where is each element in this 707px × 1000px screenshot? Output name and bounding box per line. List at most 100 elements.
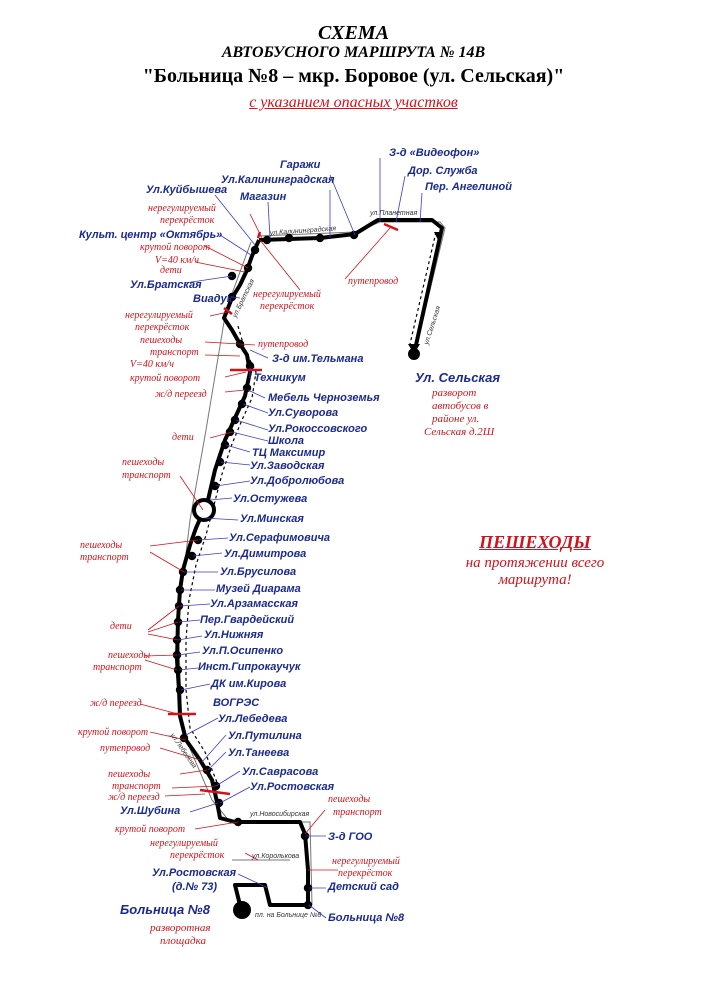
stop-dot <box>230 415 240 425</box>
hazard-label: перекрёсток <box>338 868 393 879</box>
terminal-note: Сельская д.2Ш <box>424 426 495 438</box>
stop-dot <box>175 685 185 695</box>
pedestrians-line2: маршрута! <box>498 572 572 588</box>
stop-label: Дор. Служба <box>407 165 478 177</box>
terminal-note: разворот <box>431 387 476 399</box>
terminal-note: районе ул. <box>431 413 479 425</box>
hazard-label: пешеходы <box>108 769 150 780</box>
street-label: ул.Калининградская <box>269 224 337 237</box>
hazard-label: пешеходы <box>122 457 164 468</box>
stop-label: Ул.Арзамасская <box>210 598 298 610</box>
hazard-label: нерегулируемый <box>125 310 193 321</box>
stop-label: З-д ГОО <box>328 831 373 843</box>
stop-dot <box>303 883 313 893</box>
street-label: пл. на Больнице №8 <box>255 912 321 919</box>
stop-label: Ул.Путилина <box>228 730 302 742</box>
hazard-label: транспорт <box>150 347 199 358</box>
stop-label: ВОГРЭС <box>213 697 260 709</box>
stop-label: Школа <box>268 435 304 447</box>
hazard-label: нерегулируемый <box>150 838 218 849</box>
stop-dot <box>210 481 220 491</box>
hazard-label: нерегулируемый <box>332 856 400 867</box>
hazard-label: ж/д переезд <box>108 792 160 803</box>
stop-dot <box>284 233 294 243</box>
stop-label: Больница №8 <box>328 912 405 924</box>
stop-label: Техникум <box>254 372 306 384</box>
roundabout-icon <box>192 498 216 522</box>
hazard-label: пешеходы <box>328 794 370 805</box>
map-title-line3: "Больница №8 – мкр. Боровое (ул. Сельска… <box>142 65 565 87</box>
stop-label: Ул.Ростовская <box>152 867 237 879</box>
stop-label: Ул.П.Осипенко <box>202 645 283 657</box>
stop-label: Инст.Гипрокаучук <box>198 661 302 673</box>
stop-dot <box>225 427 235 437</box>
stop-dot <box>187 551 197 561</box>
stop-dot <box>250 245 260 255</box>
stop-label: Ул.Калининградская <box>221 174 335 186</box>
hazard-label: перекрёсток <box>260 301 315 312</box>
hazard-label: транспорт <box>93 662 142 673</box>
hazard-label: пешеходы <box>108 650 150 661</box>
stop-dot <box>215 457 225 467</box>
pedestrians-note: ПЕШЕХОДЫ на протяжении всего маршрута! <box>430 532 640 589</box>
stop-label: Виадук <box>193 293 234 305</box>
hazard-label: транспорт <box>80 552 129 563</box>
stop-dot <box>173 665 183 675</box>
terminal-dot-hospital <box>233 901 251 919</box>
hazard-label: крутой поворот <box>140 242 210 253</box>
stop-label: Ул.Танеева <box>228 747 289 759</box>
stop-label: Ул.Серафимовича <box>229 532 330 544</box>
hazard-label: нерегулируемый <box>148 203 216 214</box>
hazard-label: V=40 км/ч <box>130 359 174 370</box>
terminal-label-selskaya: Ул. Сельская <box>415 370 500 385</box>
stop-dot <box>300 831 310 841</box>
stop-label: Магазин <box>240 191 287 203</box>
street-label: ул.Сельская <box>423 305 442 346</box>
stop-label: Ул.Димитрова <box>224 548 306 560</box>
stop-label: З-д им.Тельмана <box>272 353 363 365</box>
hazard-label: ж/д переезд <box>155 389 207 400</box>
stop-label: Гаражи <box>280 159 321 171</box>
stop-label: Детский сад <box>327 881 399 893</box>
map-title-line2: АВТОБУСНОГО МАРШРУТА № 14В <box>221 44 486 61</box>
stop-dot <box>262 235 272 245</box>
pedestrians-heading: ПЕШЕХОДЫ <box>479 532 591 552</box>
stop-label: Ул.Лебедева <box>218 713 287 725</box>
stop-label: Культ. центр «Октябрь» <box>79 229 222 241</box>
stop-label: Ул.Куйбышева <box>146 184 227 196</box>
stop-label: Ул.Братская <box>130 279 202 291</box>
hazard-label: перекрёсток <box>135 322 190 333</box>
hazard-label: дети <box>160 265 182 276</box>
terminal-note: автобусов в <box>432 400 488 412</box>
terminal-dot-selskaya <box>408 348 420 360</box>
hazard-label: крутой поворот <box>130 373 200 384</box>
hazard-label: дети <box>110 621 132 632</box>
stop-leaders <box>177 158 423 919</box>
stop-dot <box>220 440 230 450</box>
stop-label: Ул.Заводская <box>250 460 325 472</box>
stop-label: Музей Диарама <box>216 583 301 595</box>
hazard-label: перекрёсток <box>160 215 215 226</box>
stop-dot <box>179 733 189 743</box>
hazard-label: путепровод <box>258 339 308 350</box>
hazard-label: V=40 км/ч <box>155 255 199 266</box>
street-label: ул.Планетная <box>369 210 417 217</box>
hazard-bar <box>383 222 399 232</box>
stop-label: З-д «Видеофон» <box>389 147 479 159</box>
stop-label: Ул.Саврасова <box>242 766 318 778</box>
hazard-label: транспорт <box>112 781 161 792</box>
stop-label: Ул.Добролюбова <box>250 475 344 487</box>
hazard-label: пешеходы <box>80 540 122 551</box>
hazard-bar <box>223 307 233 315</box>
stop-label: (д.№ 73) <box>172 881 217 893</box>
stop-dot <box>237 399 247 409</box>
stop-label: Ул.Суворова <box>268 407 338 419</box>
street-label: ул.Королькова <box>251 853 299 860</box>
stop-label: Пер. Ангелиной <box>425 181 512 193</box>
hazard-label: нерегулируемый <box>253 289 321 300</box>
stop-label: Ул.Нижняя <box>204 629 264 641</box>
hazard-markers <box>168 222 399 796</box>
pedestrians-line1: на протяжении всего <box>465 555 605 571</box>
stop-label: ТЦ Максимир <box>252 447 325 459</box>
